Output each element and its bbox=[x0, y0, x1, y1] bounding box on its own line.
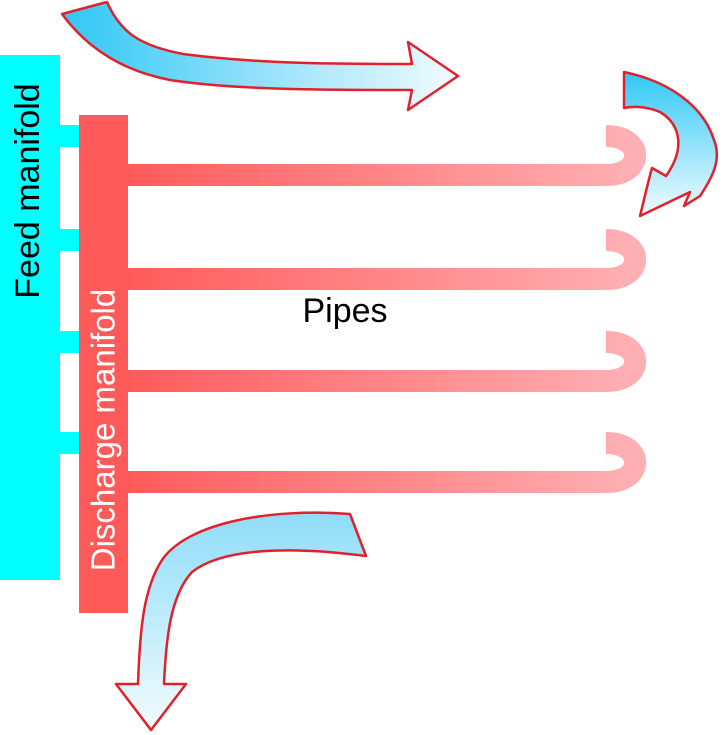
feed-stub bbox=[58, 125, 82, 147]
feed-manifold-bar bbox=[0, 55, 60, 580]
pipe-loops bbox=[125, 125, 647, 493]
pipes-label: Pipes bbox=[302, 292, 387, 330]
hot-pipe bbox=[125, 432, 647, 493]
pipe-loop bbox=[125, 331, 647, 392]
discharge-manifold-label: Discharge manifold bbox=[85, 289, 122, 571]
pipe-loop bbox=[125, 229, 647, 290]
pipe-loop bbox=[125, 125, 647, 186]
feed-stub bbox=[58, 331, 82, 353]
hot-pipe bbox=[125, 229, 647, 290]
flow-arrow-right bbox=[622, 70, 719, 218]
flow-arrow-top bbox=[60, 0, 460, 112]
flow-arrow-bottom bbox=[114, 511, 368, 732]
hot-pipe bbox=[125, 125, 647, 186]
hot-pipe bbox=[125, 331, 647, 392]
feed-stubs bbox=[58, 125, 82, 454]
flow-arrows bbox=[60, 0, 719, 732]
pipe-loop bbox=[125, 432, 647, 493]
discharge-manifold-bar bbox=[79, 115, 128, 613]
feed-manifold-label: Feed manifold bbox=[9, 83, 47, 298]
feed-stub bbox=[58, 229, 82, 251]
feed-stub bbox=[58, 432, 82, 454]
